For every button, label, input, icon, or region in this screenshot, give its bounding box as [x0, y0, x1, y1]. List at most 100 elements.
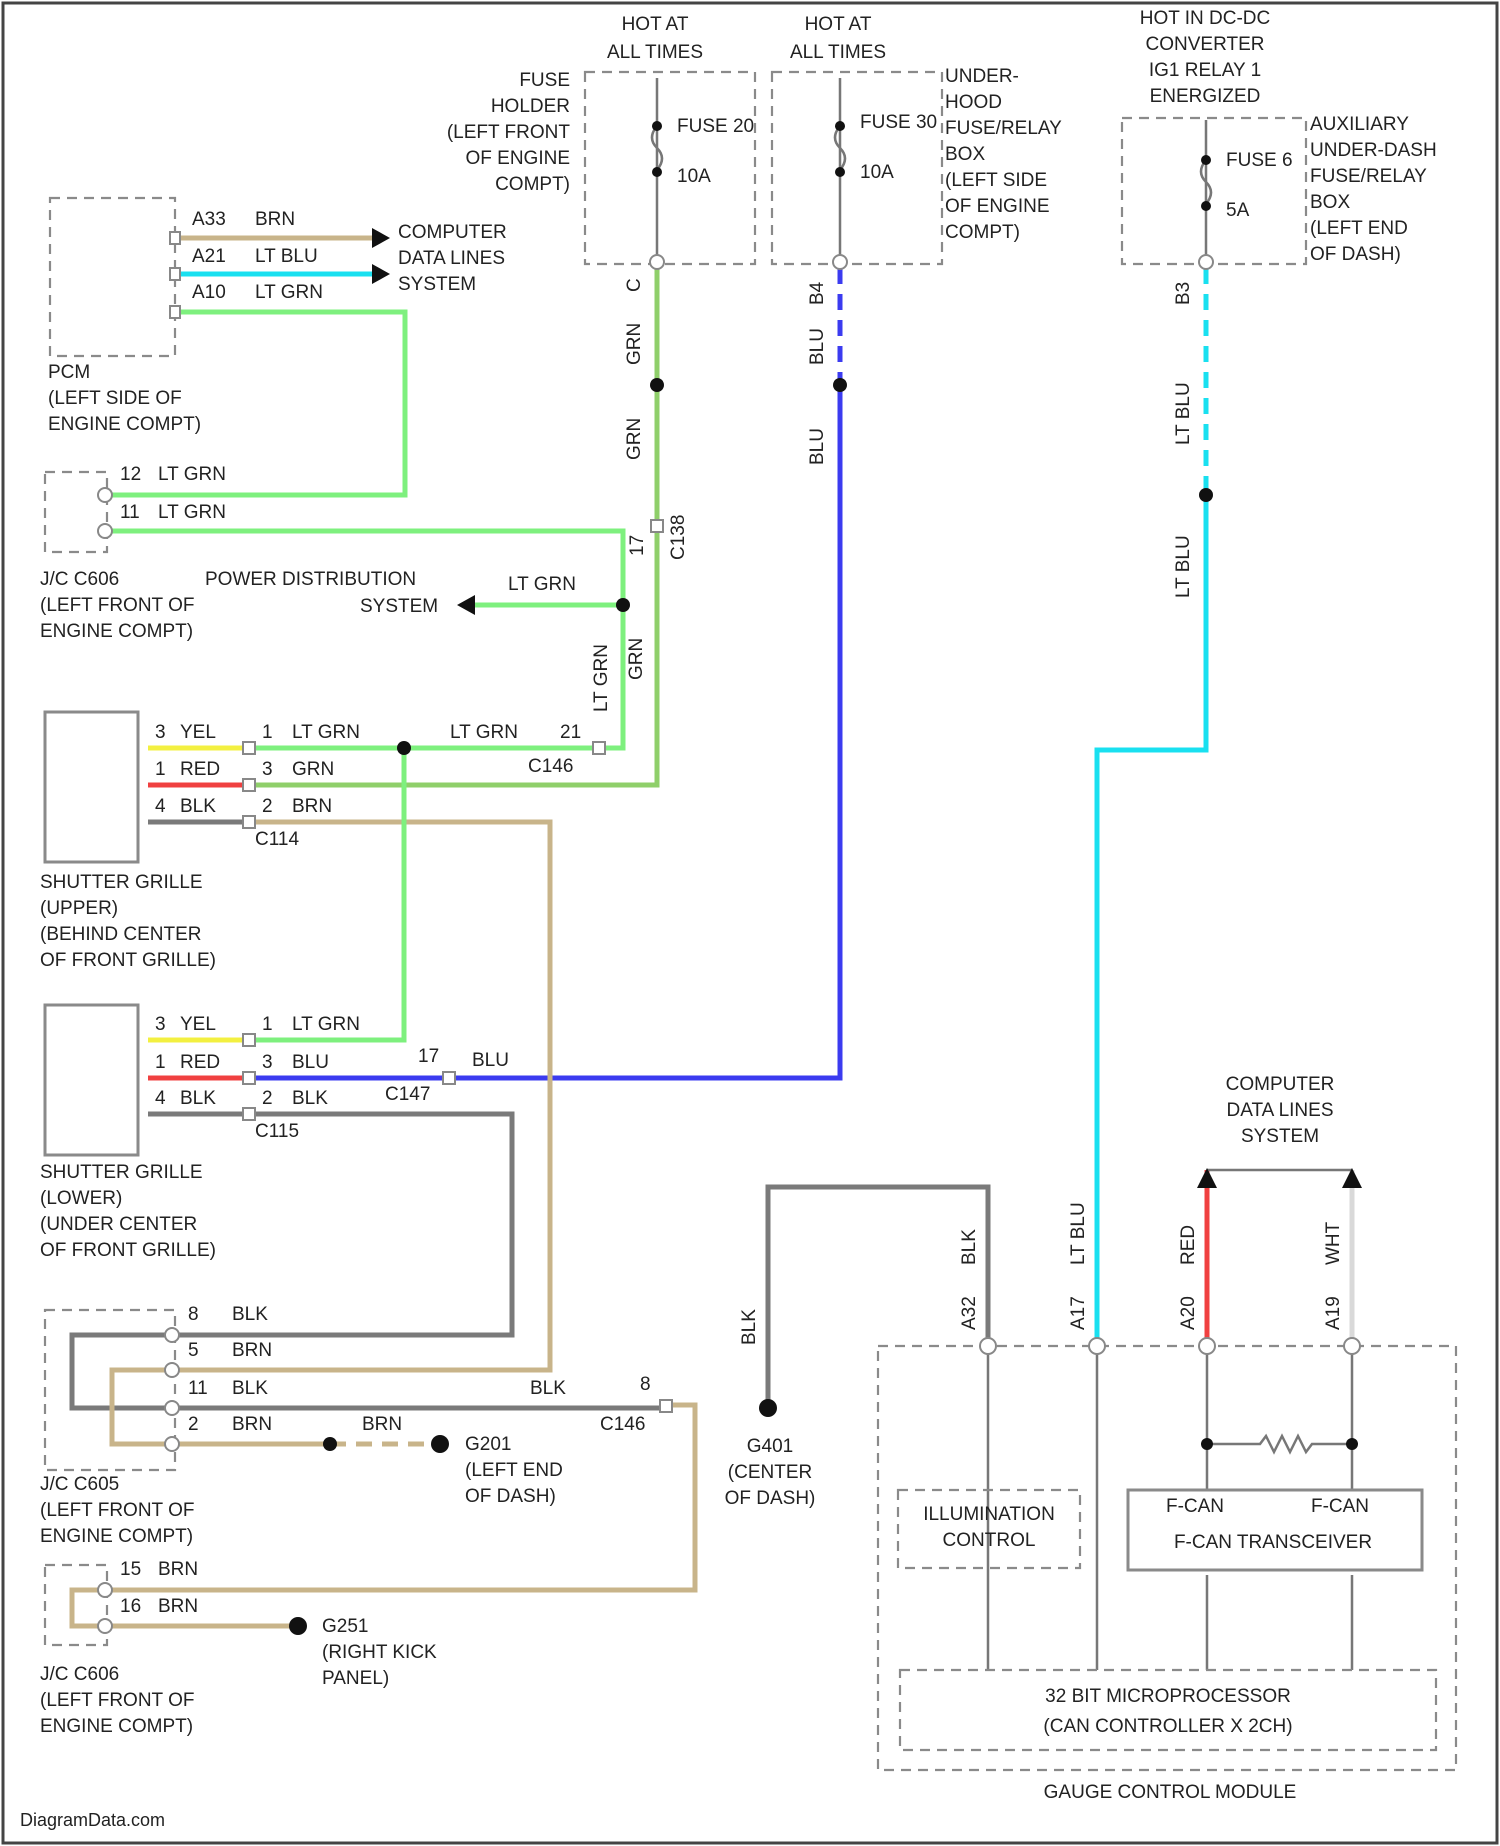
pin-fuse30-out	[833, 255, 847, 269]
wire-upper-brn	[172, 822, 550, 1370]
fuse20-bot	[652, 167, 662, 177]
upper-r-brn: BRN	[292, 796, 332, 817]
lower-l-red: RED	[180, 1052, 220, 1073]
lower-r-pin1: 1	[262, 1014, 273, 1035]
pin-fuse6-out	[1199, 255, 1213, 269]
pin-lower-3	[243, 1072, 255, 1084]
pcm-label-l1: PCM	[48, 362, 90, 383]
aux-l1: AUXILIARY	[1310, 114, 1409, 135]
pcm-box	[50, 198, 175, 356]
lower-l-yel: YEL	[180, 1014, 216, 1035]
g201-l3: OF DASH)	[465, 1486, 556, 1507]
gcm-wire-a17: LT BLU	[1068, 1202, 1089, 1265]
g201-l1: G201	[465, 1434, 511, 1455]
ground-g401	[759, 1399, 777, 1417]
wire-ltblu-trunk	[1097, 495, 1206, 1346]
upper-c146: C146	[528, 756, 573, 777]
v-pin17: 17	[627, 535, 648, 556]
pwr-dist-l1: POWER DISTRIBUTION	[205, 569, 416, 590]
pwr-dist-l2: SYSTEM	[360, 596, 438, 617]
gcm-pin-a32: A32	[959, 1296, 980, 1330]
gcm-label: GAUGE CONTROL MODULE	[1044, 1782, 1297, 1803]
micro-box	[900, 1670, 1436, 1750]
jc2-label-l3: ENGINE COMPT)	[40, 1526, 193, 1547]
lower-r-blu: BLU	[292, 1052, 329, 1073]
jc3-wire15: BRN	[158, 1559, 198, 1580]
jc2-pin5: 5	[188, 1340, 199, 1361]
gcm-fcan2: F-CAN	[1311, 1496, 1369, 1517]
upper-label-l3: (BEHIND CENTER	[40, 924, 202, 945]
lower-r-ltgrn: LT GRN	[292, 1014, 360, 1035]
pin-c146-21	[593, 742, 605, 754]
fuse-holder-l2: HOLDER	[491, 96, 570, 117]
g251-l2: (RIGHT KICK	[322, 1642, 437, 1663]
splice-gcm-a20	[1201, 1438, 1213, 1450]
splice-brn-g201	[323, 1437, 337, 1451]
jc2-pin2: 2	[188, 1414, 199, 1435]
jc3-label-l3: ENGINE COMPT)	[40, 1716, 193, 1737]
gcm-illum-l1: ILLUMINATION	[923, 1504, 1055, 1525]
jc2-wire5: BRN	[232, 1340, 272, 1361]
lower-c147: C147	[385, 1084, 430, 1105]
pin-jc2-2	[165, 1437, 179, 1451]
pin-gcm-a20	[1199, 1338, 1215, 1354]
upper-l-red: RED	[180, 759, 220, 780]
jc1-pin11: 11	[120, 502, 140, 523]
hot3-line3: IG1 RELAY 1	[1149, 60, 1261, 81]
gcm-pin-a19: A19	[1323, 1296, 1344, 1330]
underhood-l3: FUSE/RELAY	[945, 118, 1062, 139]
pcm-label-l3: ENGINE COMPT)	[48, 414, 201, 435]
jc3-wire16: BRN	[158, 1596, 198, 1617]
upper-l-blk: BLK	[180, 796, 216, 817]
fuse30-amp: 10A	[860, 162, 894, 183]
splice-blu	[833, 378, 847, 392]
v-grn2: GRN	[624, 418, 645, 460]
ground-g201	[431, 1435, 449, 1453]
jc1-pin12: 12	[120, 464, 141, 485]
lower-l-blk: BLK	[180, 1088, 216, 1109]
jc2-label-l1: J/C C605	[40, 1474, 119, 1495]
lower-r-blk: BLK	[292, 1088, 328, 1109]
gcm-data-l3: SYSTEM	[1241, 1126, 1319, 1147]
arrow-pcm-brn	[372, 228, 390, 248]
jc2-pin8b: 8	[640, 1374, 651, 1395]
g251-l3: PANEL)	[322, 1668, 389, 1689]
splice-grn	[650, 378, 664, 392]
lower-label-l2: (LOWER)	[40, 1188, 122, 1209]
pin-c146-8	[660, 1400, 672, 1412]
upper-l-pin3: 3	[155, 722, 166, 743]
v-blu2: BLU	[807, 428, 828, 465]
pin-gcm-a19	[1344, 1338, 1360, 1354]
pcm-wire-a21: LT BLU	[255, 246, 318, 267]
g401-l1: G401	[747, 1436, 793, 1457]
fuse6-label: FUSE 6	[1226, 150, 1293, 171]
underhood-l5: (LEFT SIDE	[945, 170, 1047, 191]
hot3-line1: HOT IN DC-DC	[1140, 8, 1271, 29]
pin-fuse20-out	[650, 255, 664, 269]
upper-r-ltgrn: LT GRN	[292, 722, 360, 743]
hot1-line2: ALL TIMES	[607, 42, 703, 63]
upper-l-pin1: 1	[155, 759, 166, 780]
pin-c138-17	[651, 520, 663, 532]
v-pin-b3: B3	[1173, 282, 1194, 305]
underhood-l4: BOX	[945, 144, 985, 165]
v-grn1: GRN	[624, 323, 645, 365]
fuse-holder-l4: OF ENGINE	[465, 148, 570, 169]
pcm-label-l2: (LEFT SIDE OF	[48, 388, 182, 409]
upper-l-pin4: 4	[155, 796, 166, 817]
lower-label-l4: OF FRONT GRILLE)	[40, 1240, 216, 1261]
aux-l2: UNDER-DASH	[1310, 140, 1437, 161]
jc1-label-l2: (LEFT FRONT OF	[40, 595, 194, 616]
pin-jc2-11	[165, 1401, 179, 1415]
upper-r-grn: GRN	[292, 759, 334, 780]
lower-c115: C115	[255, 1121, 299, 1142]
pcm-pin-a10: A10	[192, 282, 226, 303]
g401-l2: (CENTER	[728, 1462, 812, 1483]
jc1-box	[45, 472, 107, 552]
jc2-brn-run: BRN	[362, 1414, 402, 1435]
g401-l3: OF DASH)	[725, 1488, 816, 1509]
lower-blu: BLU	[472, 1050, 509, 1071]
jc2-c146: C146	[600, 1414, 645, 1435]
aux-l4: BOX	[1310, 192, 1350, 213]
